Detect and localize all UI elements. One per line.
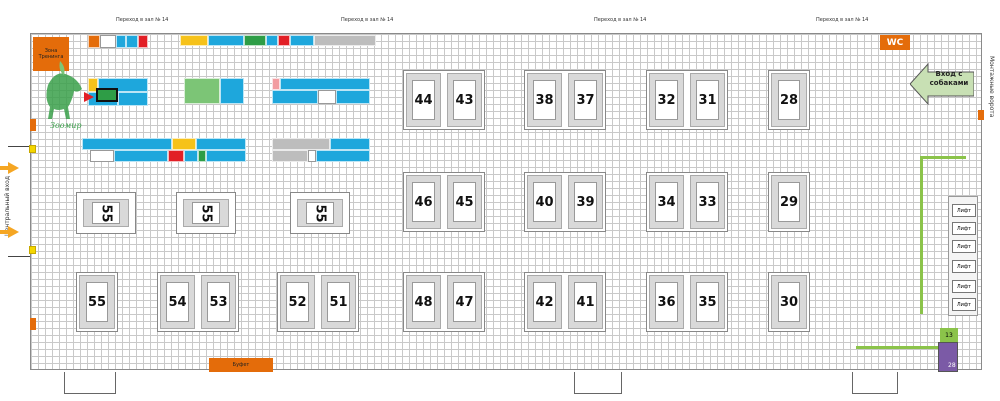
ring-39: 39 bbox=[574, 182, 597, 222]
ring-43: 43 bbox=[453, 80, 476, 120]
ring-29: 29 bbox=[778, 182, 800, 222]
ring-36: 36 bbox=[655, 282, 678, 322]
ring-28: 28 bbox=[778, 80, 800, 120]
lift-5: Лифт bbox=[952, 280, 976, 293]
entry-line-bottom bbox=[8, 256, 30, 257]
ring-48: 48 bbox=[412, 282, 435, 322]
wc-label: WC bbox=[886, 37, 904, 48]
lift-6: Лифт bbox=[952, 298, 976, 311]
purple-block bbox=[938, 342, 958, 372]
stand-block-d bbox=[82, 138, 246, 162]
lift-label: Лифт bbox=[956, 225, 972, 232]
ring-40: 40 bbox=[533, 182, 556, 222]
lift-2: Лифт bbox=[952, 222, 976, 235]
passage-label-2: Переход в зал № 14 bbox=[341, 17, 394, 23]
brand-name: Зоомир bbox=[50, 121, 82, 130]
bottom-door-3 bbox=[852, 372, 898, 394]
ring-52: 52 bbox=[286, 282, 309, 322]
tag-28-label: 28 bbox=[948, 362, 956, 369]
green-path-top bbox=[920, 156, 966, 159]
ring-46: 46 bbox=[412, 182, 435, 222]
lift-3: Лифт bbox=[952, 240, 976, 253]
left-orange-mark-2 bbox=[30, 318, 36, 330]
lift-label: Лифт bbox=[956, 243, 972, 250]
lift-label: Лифт bbox=[956, 283, 972, 290]
left-orange-mark-1 bbox=[30, 119, 36, 131]
yellow-marker-2 bbox=[29, 246, 36, 254]
lift-label: Лифт bbox=[956, 263, 972, 270]
passage-label-4: Переход в зал № 14 bbox=[816, 17, 869, 23]
ring-45: 45 bbox=[453, 182, 476, 222]
tag-13-box: 13 bbox=[940, 328, 958, 342]
entry-line-top bbox=[8, 146, 30, 147]
ring-55-row2-c-label: 55 bbox=[306, 202, 334, 224]
ring-55: 55 bbox=[86, 282, 108, 322]
stand-red-marker bbox=[96, 88, 118, 102]
green-path-vertical bbox=[920, 156, 923, 314]
bottom-door-1 bbox=[64, 372, 116, 394]
lift-4: Лифт bbox=[952, 260, 976, 273]
yellow-marker-1 bbox=[29, 145, 36, 153]
lift-label: Лифт bbox=[956, 207, 972, 214]
stand-block-e bbox=[272, 138, 370, 162]
brand-logo bbox=[38, 55, 93, 133]
entry-dogs-label: Вход с собаками bbox=[929, 70, 969, 87]
ring-55-row2-b-label: 55 bbox=[192, 202, 220, 224]
stand-block-c bbox=[272, 78, 370, 104]
ring-42: 42 bbox=[533, 282, 556, 322]
ring-51: 51 bbox=[327, 282, 350, 322]
stand-block-b bbox=[184, 78, 244, 104]
ring-34: 34 bbox=[655, 182, 678, 222]
ring-53: 53 bbox=[207, 282, 230, 322]
ring-number: 55 bbox=[312, 203, 328, 223]
ring-number: 55 bbox=[198, 203, 214, 223]
ring-38: 38 bbox=[533, 80, 556, 120]
right-orange-mark bbox=[978, 110, 984, 120]
ring-37: 37 bbox=[574, 80, 597, 120]
lift-label: Лифт bbox=[956, 301, 972, 308]
ring-31: 31 bbox=[696, 80, 719, 120]
stand-row-top-2 bbox=[180, 35, 376, 46]
tag-13-label: 13 bbox=[945, 331, 953, 339]
ring-30: 30 bbox=[778, 282, 800, 322]
ring-number: 55 bbox=[98, 203, 114, 223]
bottom-orange-box: Буфет bbox=[209, 358, 273, 372]
ring-32: 32 bbox=[655, 80, 678, 120]
passage-label-3: Переход в зал № 14 bbox=[594, 17, 647, 23]
ring-47: 47 bbox=[453, 282, 476, 322]
ring-44: 44 bbox=[412, 80, 435, 120]
zone-training-label: Зона Тренинга bbox=[38, 48, 64, 60]
wc-box: WC bbox=[880, 35, 910, 50]
stand-row-top bbox=[88, 35, 154, 48]
ring-35: 35 bbox=[696, 282, 719, 322]
ring-33: 33 bbox=[696, 182, 719, 222]
ring-41: 41 bbox=[574, 282, 597, 322]
ring-54: 54 bbox=[166, 282, 189, 322]
green-path-bottom bbox=[856, 346, 938, 349]
mount-gate-label: Монтажные ворота bbox=[988, 56, 995, 118]
ring-55-row2-a-label: 55 bbox=[92, 202, 120, 224]
bottom-orange-label: Буфет bbox=[232, 362, 250, 368]
passage-label-1: Переход в зал № 14 bbox=[116, 17, 169, 23]
stand-red-arrow bbox=[84, 92, 94, 102]
lift-1: Лифт bbox=[952, 204, 976, 217]
bottom-door-2 bbox=[574, 372, 622, 394]
